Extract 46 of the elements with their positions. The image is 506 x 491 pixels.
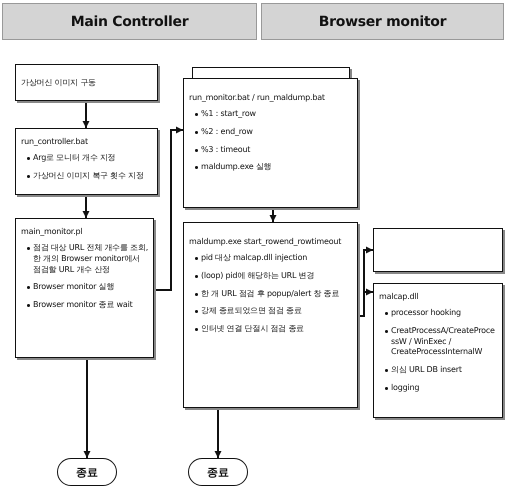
bullet-item: Browser monitor 종료 wait (33, 300, 133, 311)
box-heading: 가상머신 이미지 구동 (21, 77, 97, 88)
box-heading: malcap.dll (379, 292, 420, 301)
end-label: 종료 (207, 464, 229, 480)
process-box (183, 78, 358, 208)
bullet-item: 점검 대상 URL 전체 개수를 조회, 한 개의 Browser monitor에서 점검할 URL 개수 산정 (33, 243, 149, 276)
process-box (15, 64, 158, 101)
process-box (373, 283, 503, 418)
bullet-item: (loop) pid에 해당하는 URL 변경 (201, 270, 314, 282)
arrow (84, 358, 90, 458)
process-box (15, 128, 158, 195)
bullet-item: 인터넷 연결 단절시 점검 종료 (201, 324, 304, 335)
arrow (270, 208, 276, 222)
bullet-item: %2 : end_row (201, 126, 253, 138)
header-band (2, 3, 257, 40)
box-heading: run_monitor.bat / run_maldump.bat (189, 93, 326, 102)
arrow (82, 101, 90, 128)
bullet-item: 의심 URL DB insert (391, 365, 462, 376)
process-box (373, 228, 503, 272)
box-heading: run_controller.bat (21, 137, 89, 146)
bullet-item: %1 : start_row (201, 109, 256, 120)
arrow (358, 288, 373, 317)
bullet-item: %3 : timeout (201, 144, 250, 156)
process-box (183, 222, 358, 408)
process-box (15, 218, 154, 358)
bullet-item: Browser monitor 실행 (33, 282, 114, 294)
bullet-item: Arg로 모니터 개수 지정 (33, 153, 116, 164)
bullet-item: processor hooking (391, 308, 461, 319)
column-header: Main Controller (70, 14, 188, 30)
bullet-item: maldump.exe 실행 (201, 162, 272, 174)
bullet-item: pid 대상 malcap.dll injection (201, 253, 308, 264)
bullet-item: 한 개 URL 점검 후 popup/alert 창 종료 (201, 288, 340, 300)
bullet-item: 강제 종료되었으면 점검 종료 (201, 306, 302, 318)
box-heading: maldump.exe start_rowend_rowtimeout (189, 237, 342, 246)
terminal-box (57, 458, 117, 486)
bullet-item: CreatProcessA/CreateProcessW / WinExec / CreateProcessInternalW (391, 326, 496, 358)
arrow (214, 408, 222, 458)
terminal-box (188, 458, 248, 486)
box-heading: main_monitor.pl (21, 227, 84, 236)
bullet-item: logging (391, 382, 420, 394)
header-band (261, 3, 504, 40)
end-label: 종료 (76, 464, 98, 480)
column-header: Browser monitor (318, 14, 446, 30)
arrow (154, 126, 183, 291)
bullet-item: 가상머신 이미지 복구 횟수 지정 (33, 170, 144, 182)
arrow (82, 195, 90, 218)
